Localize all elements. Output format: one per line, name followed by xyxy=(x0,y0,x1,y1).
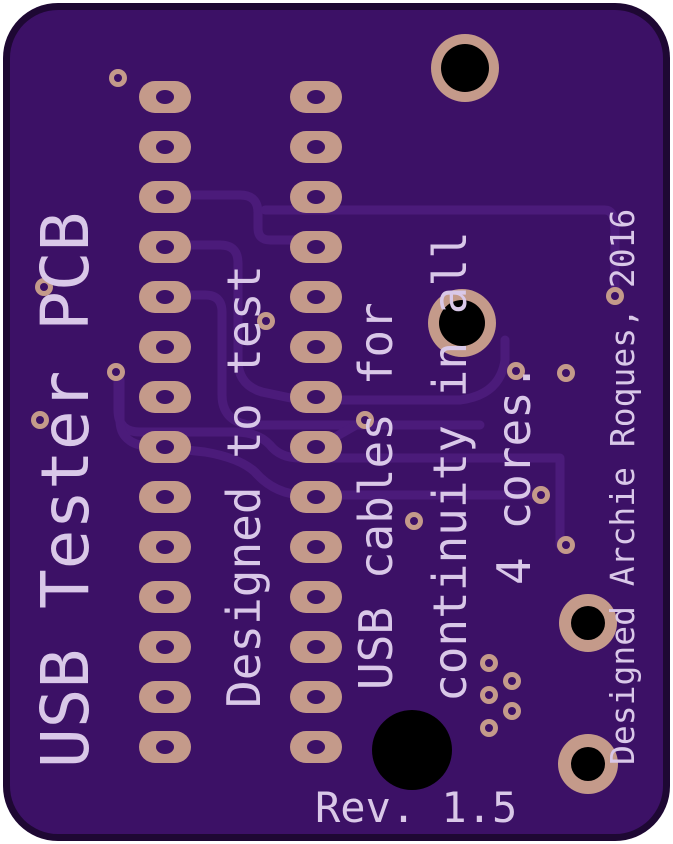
header-pad xyxy=(139,681,191,713)
via xyxy=(503,702,521,720)
header-pad xyxy=(139,231,191,263)
vias xyxy=(31,69,624,737)
header-pad xyxy=(290,281,342,313)
via xyxy=(107,363,125,381)
header-pad xyxy=(290,481,342,513)
header-pad xyxy=(139,331,191,363)
header-pad xyxy=(290,331,342,363)
via xyxy=(503,672,521,690)
via xyxy=(31,411,49,429)
header-pad xyxy=(290,681,342,713)
pad-column-right xyxy=(290,81,342,763)
header-pad xyxy=(139,381,191,413)
header-pad xyxy=(139,431,191,463)
mounting-hole-top-right xyxy=(431,34,499,102)
via xyxy=(257,312,275,330)
description-line-3: continuity in all xyxy=(423,231,477,702)
header-pad xyxy=(139,581,191,613)
header-pad xyxy=(139,181,191,213)
mounting-hole-bottom-right-upper xyxy=(559,594,617,652)
header-pad xyxy=(139,481,191,513)
header-pad xyxy=(139,131,191,163)
mounting-hole-bottom-right-lower xyxy=(558,734,618,794)
header-pad xyxy=(290,731,342,763)
via xyxy=(507,362,525,380)
description-line-4: 4 cores. xyxy=(487,363,541,585)
header-pad xyxy=(290,131,342,163)
revision-label: Rev. 1.5 xyxy=(315,783,517,832)
header-pad xyxy=(139,731,191,763)
header-pad xyxy=(139,281,191,313)
header-pad xyxy=(290,631,342,663)
via xyxy=(35,278,53,296)
via xyxy=(356,411,374,429)
via xyxy=(606,287,624,305)
header-pad xyxy=(290,181,342,213)
via xyxy=(405,512,423,530)
description-line-2: USB cables for xyxy=(349,302,403,690)
board-title: USB Tester PCB xyxy=(27,212,104,768)
drill-hole-large xyxy=(372,710,452,790)
header-pad xyxy=(290,581,342,613)
header-pad xyxy=(290,431,342,463)
pad-column-left xyxy=(139,81,191,763)
header-pad xyxy=(290,81,342,113)
via xyxy=(480,686,498,704)
via xyxy=(480,654,498,672)
designer-credit: Designed Archie Roques, 2016 xyxy=(603,209,642,765)
header-pad xyxy=(139,631,191,663)
via xyxy=(557,536,575,554)
header-pad xyxy=(290,531,342,563)
via xyxy=(557,364,575,382)
description-line-1: Designed to test xyxy=(217,265,271,708)
mounting-hole-middle xyxy=(428,289,496,357)
via xyxy=(532,486,550,504)
via xyxy=(480,719,498,737)
header-pad xyxy=(139,81,191,113)
header-pad xyxy=(290,231,342,263)
via xyxy=(109,69,127,87)
header-pad xyxy=(290,381,342,413)
header-pad xyxy=(139,531,191,563)
